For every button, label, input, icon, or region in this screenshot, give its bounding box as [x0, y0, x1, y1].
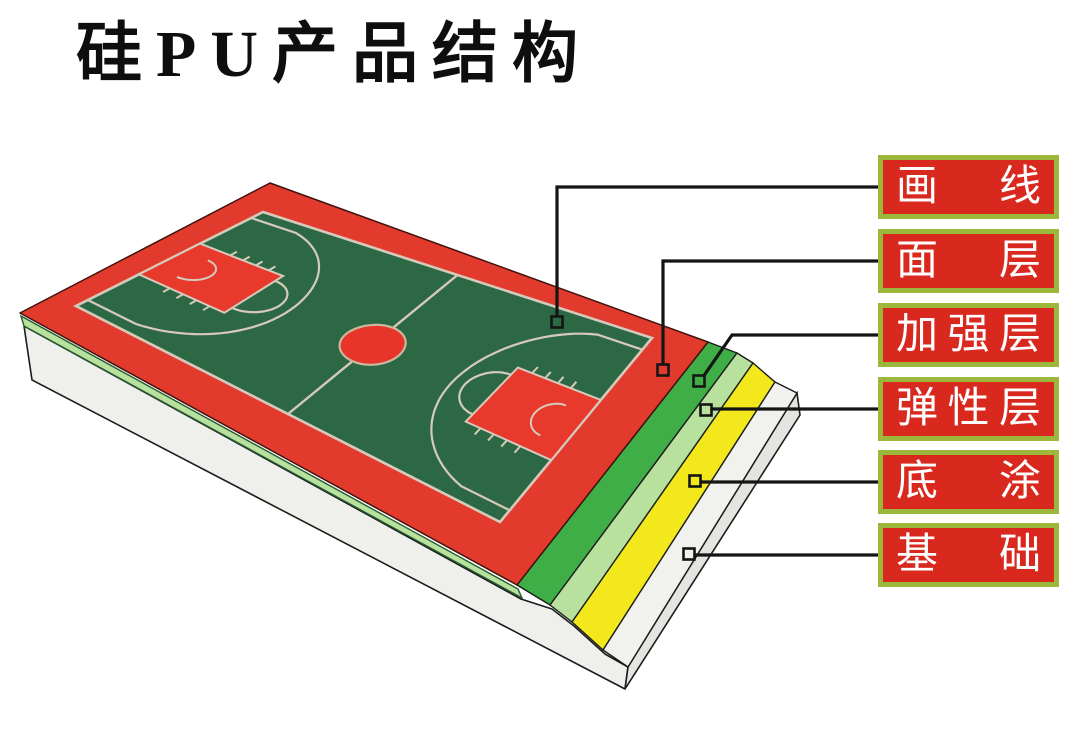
layer-marker-reinforcement-layer — [692, 374, 706, 388]
page-title: 硅PU产品结构 — [76, 18, 592, 91]
layer-marker-foundation — [682, 547, 696, 561]
connector-foundation — [682, 547, 878, 561]
court-markings — [73, 210, 655, 524]
layer-marker-primer — [688, 474, 702, 488]
connector-elastic-layer — [699, 403, 878, 417]
connector-reinforcement-layer — [692, 333, 878, 388]
connector-line-marking — [550, 185, 878, 329]
layer-marker-surface-layer — [656, 363, 670, 377]
connector-primer — [688, 474, 878, 488]
layer-band-foundation — [602, 381, 798, 668]
layer-marker-elastic-layer — [699, 403, 713, 417]
connector-surface-layer — [656, 259, 878, 377]
layer-marker-line-marking — [550, 315, 564, 329]
foundation-slab — [19, 314, 801, 690]
